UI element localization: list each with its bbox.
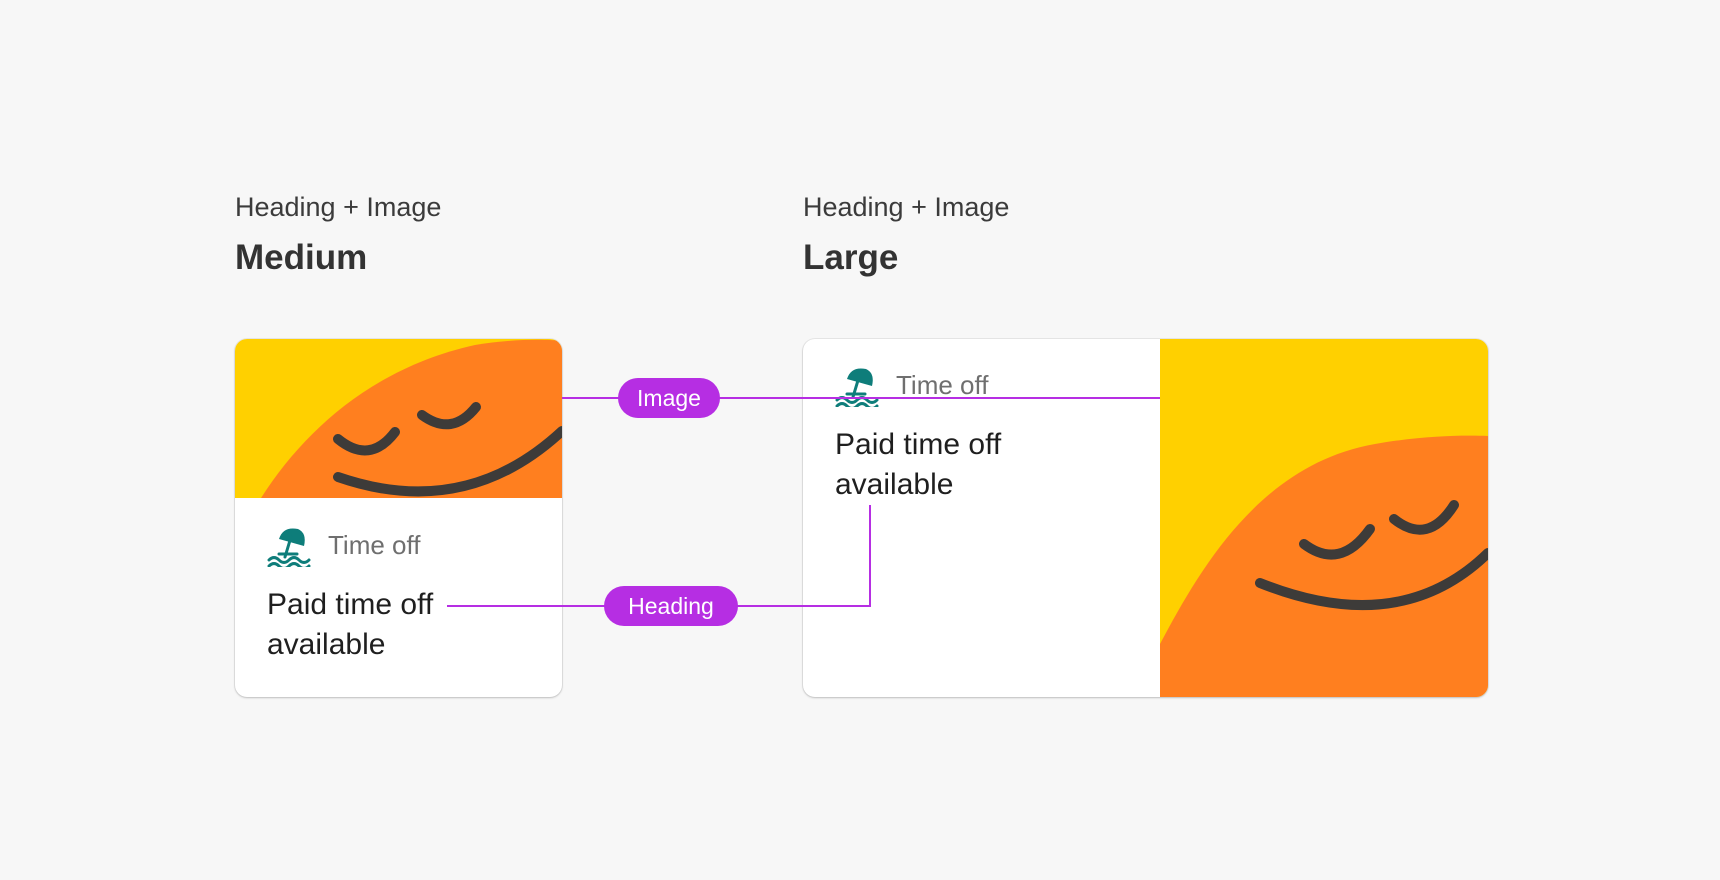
beach-umbrella-icon <box>267 528 311 567</box>
card-heading-line: available <box>835 468 954 501</box>
card-heading: Paid time off available <box>267 585 562 665</box>
card-heading-line: available <box>267 628 386 661</box>
beach-umbrella-icon <box>835 368 879 407</box>
large-group-subtitle: Heading + Image <box>803 192 1010 222</box>
card-meta-row: Time off <box>267 523 420 567</box>
image-annotation-pill: Image <box>618 378 720 418</box>
medium-card[interactable]: Time off Paid time off available <box>235 339 562 697</box>
medium-group-subtitle: Heading + Image <box>235 192 442 222</box>
smiling-sun-illustration <box>1160 339 1488 697</box>
card-category-label: Time off <box>896 369 989 400</box>
medium-group-title: Medium <box>235 238 368 277</box>
card-category-label: Time off <box>328 529 421 560</box>
card-heading: Paid time off available <box>835 425 1155 505</box>
heading-annotation-pill: Heading <box>604 586 738 626</box>
card-heading-line: Paid time off <box>835 428 1002 461</box>
large-card[interactable]: Time off Paid time off available <box>803 339 1488 697</box>
card-heading-line: Paid time off <box>267 588 434 621</box>
card-meta-row: Time off <box>835 363 988 407</box>
large-group-title: Large <box>803 238 899 277</box>
smiling-sun-illustration <box>235 339 562 498</box>
